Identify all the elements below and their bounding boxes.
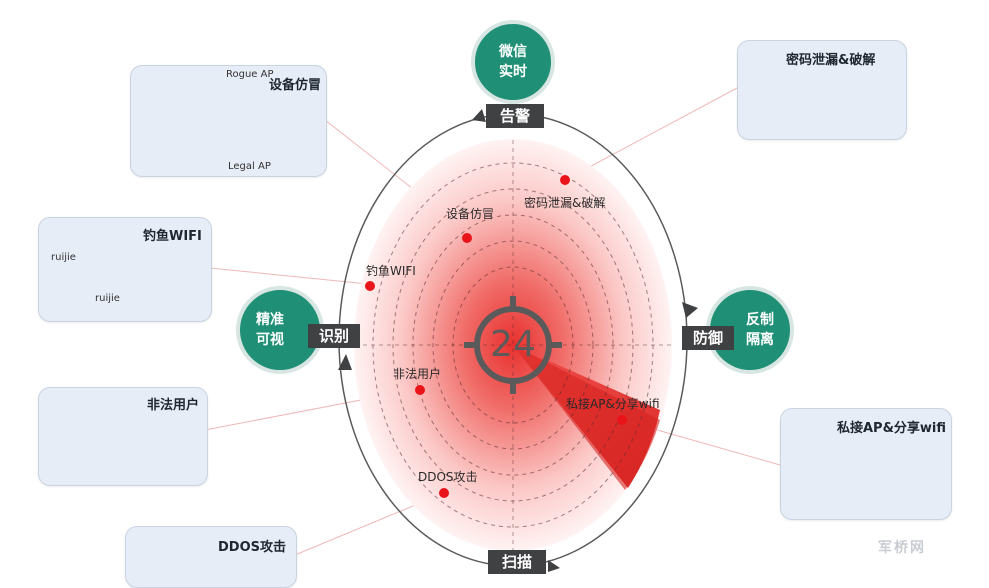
- node-top-label: 微信 实时: [499, 44, 527, 80]
- tag-alert: 告警: [486, 104, 544, 128]
- crosshair-icon: [464, 296, 562, 394]
- center-number: 24: [490, 324, 536, 365]
- radar-rings: [372, 162, 654, 528]
- dot-device-impersonation: [462, 233, 472, 243]
- radar-label-private-ap: 私接AP&分享wifi: [566, 397, 660, 411]
- card-ddos: DDOS攻击: [125, 526, 297, 588]
- ssid-label: ruijie: [51, 252, 76, 263]
- radar-label-ddos: DDOS攻击: [418, 470, 478, 484]
- node-right-label: 反制 隔离: [746, 312, 774, 348]
- tag-scan: 扫描: [488, 550, 546, 574]
- threat-dots: [365, 175, 627, 498]
- tag-identify: 识别: [308, 324, 360, 348]
- radar-label-illegal-user: 非法用户: [393, 367, 442, 381]
- ssid-label: ruijie: [95, 293, 120, 304]
- card-device-impersonation: 设备仿冒 Rogue AP Legal AP: [130, 65, 327, 177]
- ring-arrow-bottom: [548, 560, 560, 572]
- card-illegal-user: 非法用户: [38, 387, 208, 486]
- ring-arrow-right: [682, 302, 698, 318]
- dot-illegal-user: [415, 385, 425, 395]
- card-title: 钓鱼WIFI: [143, 229, 202, 244]
- dot-phishing-wifi: [365, 281, 375, 291]
- radar-label-password-leak: 密码泄漏&破解: [524, 196, 606, 210]
- card-title: 设备仿冒: [269, 78, 322, 93]
- node-left-label: 精准 可视: [256, 312, 284, 348]
- card-title: 密码泄漏&破解: [786, 53, 876, 68]
- radar-label-device-impersonation: 设备仿冒: [446, 207, 495, 221]
- connector-password-leak: [564, 87, 738, 181]
- connector-phishing-wifi: [209, 267, 369, 285]
- dot-private-ap: [617, 415, 627, 425]
- ring-arrow-top: [472, 109, 486, 122]
- card-title: 私接AP&分享wifi: [837, 421, 947, 436]
- dot-ddos: [439, 488, 449, 498]
- threat-radar-diagram: 设备仿冒 Rogue AP Legal AP 钓鱼WIFI ruijie rui…: [38, 20, 952, 588]
- watermark: 军桥网: [878, 540, 926, 556]
- dot-password-leak: [560, 175, 570, 185]
- card-title: 非法用户: [147, 398, 200, 413]
- legal-ap-label: Legal AP: [228, 161, 271, 172]
- card-phishing-wifi: 钓鱼WIFI ruijie ruijie: [38, 217, 212, 322]
- radar-graphic: [64, 20, 921, 572]
- radar-label-phishing-wifi: 钓鱼WIFI: [366, 264, 416, 278]
- tag-defense: 防御: [682, 326, 734, 350]
- ring-arrow-left: [338, 354, 352, 370]
- card-private-ap: 私接AP&分享wifi: [780, 408, 952, 520]
- card-title: DDOS攻击: [218, 540, 286, 555]
- card-password-leak: 密码泄漏&破解: [737, 40, 907, 140]
- node-top-circle: [471, 20, 555, 104]
- rogue-ap-label: Rogue AP: [226, 69, 274, 80]
